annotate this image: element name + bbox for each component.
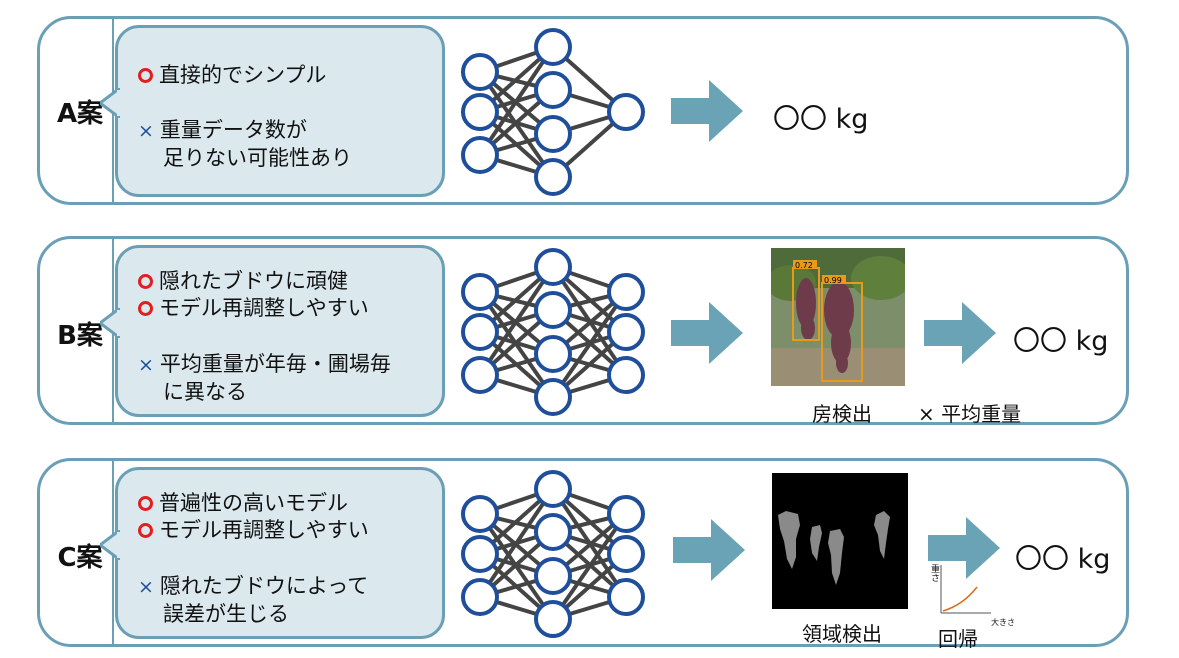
panel-b: B案 隠れたブドウに頑健 モデル再調整しやすい ×平均重量が年毎・圃場毎 に異な…	[37, 236, 1129, 426]
con-item: ×隠れたブドウによって	[138, 574, 369, 598]
con-cross-icon: ×	[138, 354, 154, 376]
detection-score-label: 0.72	[795, 261, 813, 270]
bubble-tail-icon	[100, 308, 120, 338]
con-item: ×重量データ数が	[138, 118, 307, 142]
mini-chart-ylabel: 重さ	[929, 564, 939, 582]
pros-cons-bubble: 普遍性の高いモデル モデル再調整しやすい ×隠れたブドウによって 誤差が生じる	[100, 467, 445, 639]
right-arrow-icon	[673, 519, 745, 581]
con-item-continued: 足りない可能性あり	[163, 146, 352, 170]
right-arrow-icon	[671, 302, 743, 364]
pro-item: 隠れたブドウに頑健	[138, 268, 348, 294]
mini-chart-xlabel: 大きさ	[991, 618, 1015, 627]
pro-item: 普遍性の高いモデル	[138, 490, 348, 516]
pro-circle-icon	[138, 68, 153, 83]
neural-network-3-4-3-icon	[461, 248, 645, 416]
pro-item: モデル再調整しやすい	[138, 517, 369, 543]
regression-caption: 回帰	[938, 627, 978, 651]
right-arrow-icon	[928, 517, 1000, 579]
segmentation-mask-drawing	[778, 511, 890, 585]
segmentation-mask-image	[772, 473, 908, 609]
con-item-continued: 誤差が生じる	[163, 602, 289, 626]
pro-item: モデル再調整しやすい	[138, 295, 369, 321]
con-cross-icon: ×	[138, 120, 154, 142]
right-arrow-icon	[924, 302, 996, 364]
neural-network-3-4-3-icon	[461, 470, 645, 638]
grape-detection-image: 0.72 0.99	[771, 248, 905, 386]
weight-result: 〇〇 kg	[773, 104, 869, 135]
neural-network-3-4-1-icon	[461, 28, 645, 196]
multiplier-caption: × 平均重量	[918, 402, 1022, 426]
pro-item: 直接的でシンプル	[138, 62, 326, 88]
con-item: ×平均重量が年毎・圃場毎	[138, 352, 391, 376]
con-item-continued: に異なる	[163, 380, 247, 404]
detection-score-label: 0.99	[824, 276, 842, 285]
panel-a: A案 直接的でシンプル ×重量データ数が 足りない可能性あり 〇〇 kg	[37, 16, 1129, 205]
pros-cons-bubble: 隠れたブドウに頑健 モデル再調整しやすい ×平均重量が年毎・圃場毎 に異なる	[100, 245, 445, 417]
right-arrow-icon	[671, 80, 743, 142]
grape-photo-drawing: 0.72 0.99	[771, 248, 905, 386]
pros-cons-bubble: 直接的でシンプル ×重量データ数が 足りない可能性あり	[100, 25, 445, 197]
pro-circle-icon	[138, 301, 153, 316]
bubble-tail-icon	[100, 530, 120, 560]
weight-result: 〇〇 kg	[1013, 326, 1109, 357]
weight-result: 〇〇 kg	[1015, 544, 1111, 575]
image-caption: 領域検出	[802, 622, 882, 646]
panel-c: C案 普遍性の高いモデル モデル再調整しやすい ×隠れたブドウによって 誤差が生…	[37, 458, 1129, 651]
panel-label: A案	[56, 99, 104, 129]
pro-circle-icon	[138, 523, 153, 538]
pro-circle-icon	[138, 274, 153, 289]
panel-label: B案	[57, 321, 103, 351]
con-cross-icon: ×	[138, 576, 154, 598]
bubble-tail-icon	[100, 88, 120, 118]
panel-label: C案	[57, 543, 103, 573]
regression-mini-chart	[940, 565, 991, 614]
image-caption: 房検出	[812, 402, 872, 426]
pro-circle-icon	[138, 496, 153, 511]
